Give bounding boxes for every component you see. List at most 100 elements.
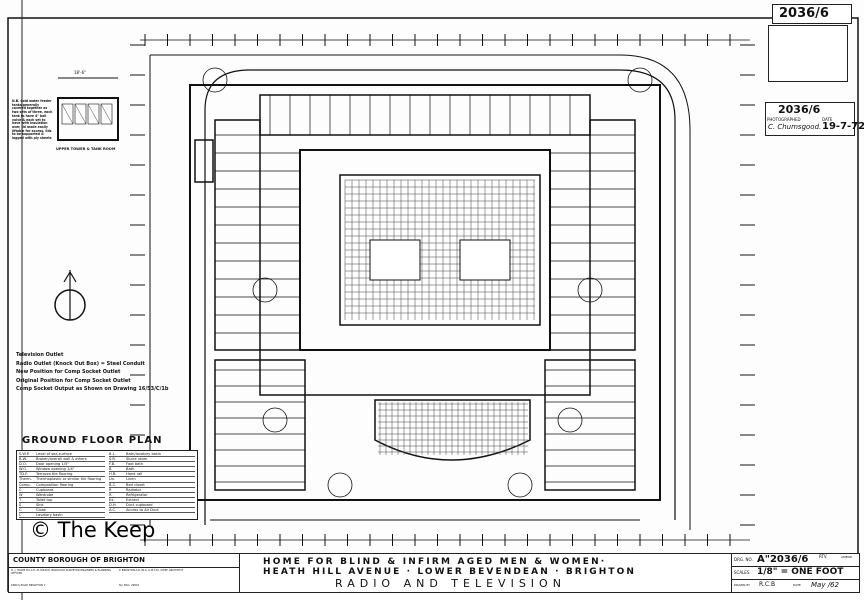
- tank: [74, 103, 87, 125]
- legend-row: Therm.Thermoplastic or similar tile floo…: [19, 477, 105, 483]
- plan-title: GROUND FLOOR PLAN: [22, 435, 163, 446]
- legend-key: D.H.: [109, 502, 117, 507]
- legend-description: Extract: [126, 497, 139, 502]
- architect: P. BRUNTON A.R.I.B.A. A.M.T.P.I. CHIEF A…: [119, 569, 184, 572]
- note-item: Television Outlet: [16, 352, 64, 358]
- tree-symbol: [507, 472, 533, 498]
- legend-key: C: [19, 508, 22, 513]
- legend-row: B Bath: [109, 467, 195, 473]
- legend-key: A.C.: [109, 508, 117, 513]
- note-item: Radio Outlet (Knock Out Box) = Steel Con…: [16, 360, 145, 367]
- tree-symbol: [252, 277, 278, 303]
- legend-row: R.Refrigerator: [109, 493, 195, 498]
- stair-detail: [194, 139, 214, 183]
- photo-box: [768, 25, 848, 82]
- legend-row: Lin.Linen: [109, 477, 195, 483]
- north-wing: [259, 94, 591, 136]
- symbol-notes: Television Outlet Radio Outlet (Knock Ou…: [16, 351, 168, 394]
- legend-key: W: [19, 492, 23, 497]
- tree-symbol: [627, 67, 653, 93]
- legend-row: TD.F.Terrazzo tile flooring: [19, 472, 105, 478]
- scale-value: 1/8" = ONE FOOT: [757, 567, 844, 577]
- legend-description: Terrazzo tile flooring: [36, 472, 73, 477]
- legend-key: Lin.: [109, 477, 116, 482]
- legend-description: Radiator: [126, 487, 142, 492]
- legend-key: R.: [109, 492, 113, 497]
- legend-key: B: [109, 467, 112, 472]
- legend-key: L: [19, 513, 22, 518]
- project-title-line1: HOME FOR BLIND & INFIRM AGED MEN & WOMEN…: [263, 557, 607, 567]
- north-arrow-icon: [63, 270, 77, 320]
- legend-row: W.O.Window opening 1/4": [19, 467, 105, 473]
- tank: [61, 103, 74, 125]
- tank: [87, 103, 100, 125]
- legend-key: Ex.: [109, 497, 115, 502]
- legend-description: Composition flooring: [36, 482, 74, 487]
- photo-reference: 2036/6: [778, 103, 821, 116]
- officers-cell: D. J. HOWE M.I.C.E. M.I.MUN.E. BOROUGH S…: [9, 568, 240, 592]
- legend-row: S.R.Sluice room: [109, 457, 195, 463]
- detail-caption: UPPER TOWER & TANK ROOM: [56, 147, 116, 151]
- note-item: Comp Socket Output as Shown on Drawing 1…: [16, 386, 169, 393]
- legend-description: Cloak: [36, 508, 46, 513]
- photo-stamp: 2036/6 PHOTOGRAPHED C. Chumsgood. DATE 1…: [765, 102, 864, 136]
- legend-description: Door opening 1/5": [36, 462, 69, 467]
- legend-row: A.C. Access to Air Duct: [109, 508, 195, 514]
- note-item: Original Position for Comp Socket Outlet: [16, 377, 131, 384]
- legend-description: Toilet top: [36, 497, 53, 502]
- legend-description: Hand rail: [126, 472, 143, 477]
- legend-key: S.R.: [109, 457, 116, 462]
- photo-date: 19-7-72: [822, 121, 864, 132]
- detail-dimension: 18'-6": [74, 70, 87, 75]
- legend-row: C Cloak: [19, 508, 105, 514]
- tank: [100, 103, 113, 125]
- building-outline: [189, 84, 661, 501]
- legend-row: Comp.Composition flooring: [19, 483, 105, 488]
- legend-description: Foot bath: [126, 462, 144, 467]
- date-label: DATE: [822, 117, 833, 122]
- telephone: Tel. Bton 29801: [119, 584, 140, 587]
- legend-description: Sink: [36, 502, 44, 507]
- southwest-wing: [214, 359, 306, 491]
- photographed-by: C. Chumsgood.: [768, 123, 822, 131]
- site-boundary: [149, 54, 691, 530]
- legend-row: B.C.Bed closet: [109, 483, 195, 488]
- legend-key: D.O.: [19, 462, 27, 467]
- detail-note: N.B. Cold water feeder tanks generally c…: [12, 99, 53, 141]
- legend-description: Access to Air Duct: [126, 508, 159, 513]
- project-cell: HOME FOR BLIND & INFIRM AGED MEN & WOMEN…: [239, 554, 732, 592]
- dayroom: [369, 239, 421, 281]
- south-corridor: [259, 349, 591, 396]
- legend-row: F.B. Foot bath: [109, 462, 195, 468]
- dining-hall: [374, 399, 531, 461]
- legend-description: Level of sea surface: [36, 452, 72, 456]
- courtyard: [339, 174, 541, 326]
- legend-description: Broken/overall wall & others: [36, 457, 87, 462]
- reference-number: 2036/6: [779, 6, 829, 21]
- drawing-date: May /62: [811, 581, 839, 589]
- council-cell: COUNTY BOROUGH OF BRIGHTON: [9, 554, 240, 568]
- legend-key: Therm.: [19, 477, 32, 482]
- tree-symbol: [262, 407, 288, 433]
- legend-key: F.B.: [109, 462, 116, 467]
- address: KING'S ROAD BRIGHTON 1: [11, 584, 46, 587]
- tree-symbol: [577, 277, 603, 303]
- tank-cross: [74, 103, 87, 125]
- drawing-number: A"2036/6: [757, 554, 809, 565]
- legend-row: H.R.Hand rail: [109, 472, 195, 478]
- legend-key: B.L.: [109, 452, 116, 456]
- tank-cross: [87, 103, 100, 125]
- tank-room-detail: [57, 97, 119, 141]
- legend-key: C: [19, 487, 22, 492]
- date-label: DATE: [793, 583, 801, 587]
- project-title-line2: HEATH HILL AVENUE · LOWER BEVENDEAN · BR…: [263, 567, 637, 577]
- legend-description: Bath: [126, 467, 135, 472]
- revision-label: RTV.: [819, 554, 828, 559]
- east-wing: [589, 119, 636, 351]
